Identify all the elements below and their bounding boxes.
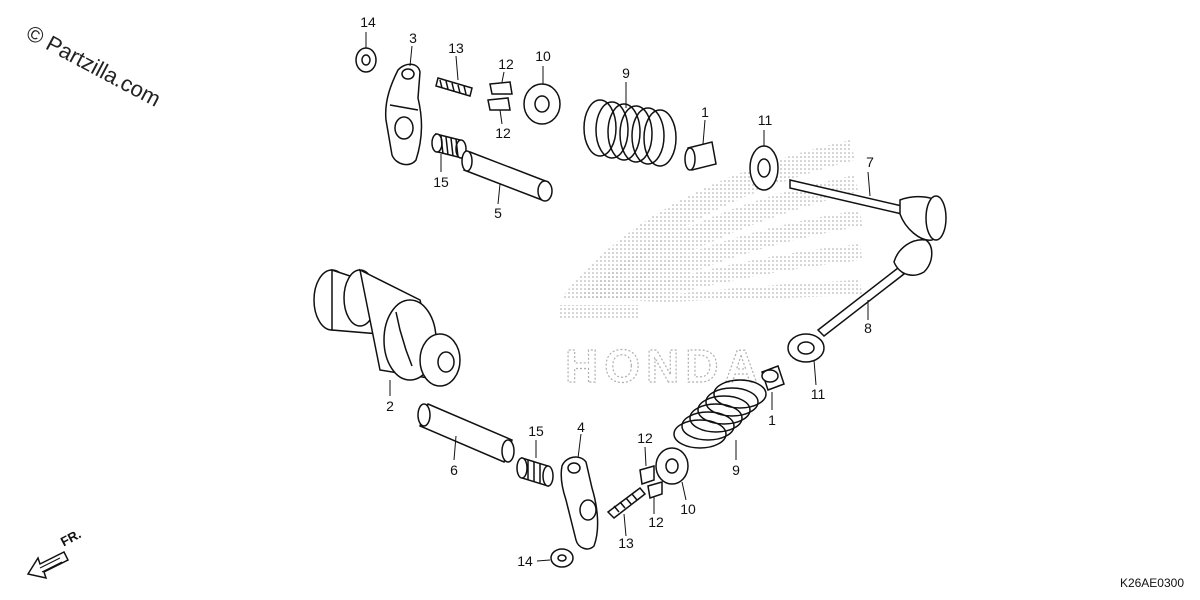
- callout-11-top[interactable]: 11: [757, 112, 773, 128]
- nut-top-part-14: [355, 47, 377, 73]
- adjusting-screw-bottom-part-13: [606, 486, 647, 519]
- stem-seal-bottom-part-1: [761, 365, 785, 391]
- stem-seal-top-part-1: [684, 141, 717, 171]
- diagram-code: K26AE0300: [1119, 576, 1184, 590]
- needle-bearing-bottom-part-15: [516, 456, 554, 488]
- callout-12-top-b[interactable]: 12: [495, 125, 511, 141]
- spring-seat-bottom-part-11: [787, 333, 825, 363]
- callout-1-bottom[interactable]: 1: [768, 412, 776, 428]
- rocker-arm-part-4: [560, 456, 599, 550]
- rocker-arm-part-3: [384, 63, 423, 166]
- callout-7[interactable]: 7: [866, 154, 874, 170]
- callout-15-top[interactable]: 15: [433, 174, 449, 190]
- callout-1-top[interactable]: 1: [701, 104, 709, 120]
- callout-9-bottom[interactable]: 9: [732, 462, 740, 478]
- callout-12-bottom-a[interactable]: 12: [637, 430, 653, 446]
- callout-14-top[interactable]: 14: [360, 14, 376, 30]
- nut-bottom-part-14: [550, 548, 574, 568]
- callout-4[interactable]: 4: [577, 419, 585, 435]
- callout-6[interactable]: 6: [450, 462, 458, 478]
- valve-spring-top-part-9: [583, 99, 677, 167]
- callout-8[interactable]: 8: [864, 320, 872, 336]
- callout-11-bottom[interactable]: 11: [810, 386, 826, 402]
- adjusting-screw-top-part-13: [435, 77, 473, 97]
- callout-10-top[interactable]: 10: [535, 48, 551, 64]
- exhaust-valve-part-8: [816, 239, 933, 337]
- callout-13-top[interactable]: 13: [448, 40, 464, 56]
- callout-14-bottom[interactable]: 14: [517, 553, 533, 569]
- spring-retainer-top-part-10: [523, 83, 561, 125]
- callout-5[interactable]: 5: [494, 205, 502, 221]
- callout-13-bottom[interactable]: 13: [618, 535, 634, 551]
- callout-15-bottom[interactable]: 15: [528, 423, 544, 439]
- rocker-shaft-part-6: [417, 402, 515, 464]
- callout-12-top-a[interactable]: 12: [498, 56, 514, 72]
- valve-spring-bottom-part-9: [673, 379, 767, 449]
- camshaft-part-2: [313, 268, 461, 387]
- spring-retainer-bottom-part-10: [655, 447, 689, 485]
- callout-3[interactable]: 3: [409, 30, 417, 46]
- intake-valve-part-7: [789, 179, 947, 241]
- callout-2[interactable]: 2: [386, 398, 394, 414]
- callout-10-bottom[interactable]: 10: [680, 501, 696, 517]
- leader-lines: [365, 32, 871, 562]
- spring-seat-top-part-11: [749, 145, 779, 191]
- callout-12-bottom-b[interactable]: 12: [648, 514, 664, 530]
- needle-bearing-top-part-15: [431, 133, 467, 159]
- honda-wing-logo: [560, 140, 862, 318]
- honda-logo-text: HONDA: [565, 340, 764, 392]
- rocker-shaft-part-5: [461, 150, 553, 202]
- front-direction-arrow: [26, 550, 70, 580]
- valve-cotters-top-part-12: [487, 81, 513, 111]
- valve-cotters-bottom-part-12: [639, 465, 663, 499]
- callout-9-top[interactable]: 9: [622, 65, 630, 81]
